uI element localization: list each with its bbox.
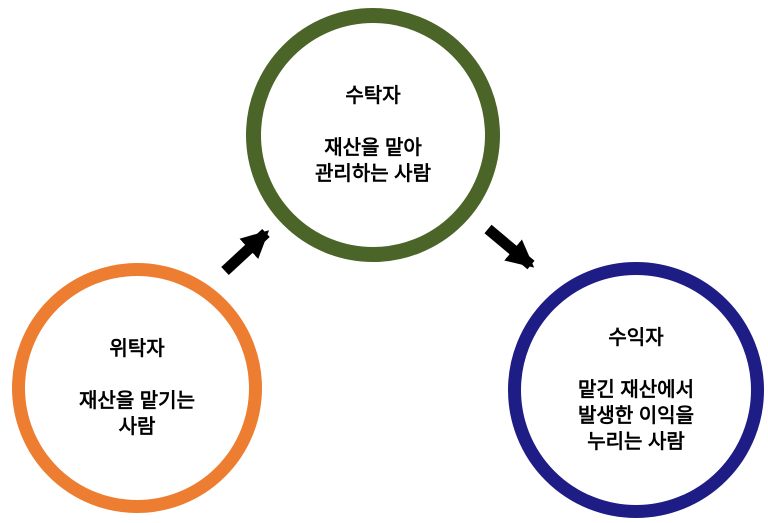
trustee-circle: 수탁자 재산을 맡아 관리하는 사람 bbox=[246, 8, 500, 262]
beneficiary-description-line: 누리는 사람 bbox=[587, 431, 685, 453]
trustee-title: 수탁자 bbox=[345, 85, 401, 107]
beneficiary-description-line: 맡긴 재산에서 bbox=[578, 379, 694, 401]
trustee-text: 수탁자 재산을 맡아 관리하는 사람 bbox=[315, 83, 431, 187]
truster-title: 위탁자 bbox=[109, 338, 165, 360]
arrow-truster-to-trustee-icon bbox=[221, 228, 270, 276]
truster-description-line: 재산을 맡기는 bbox=[79, 390, 195, 412]
beneficiary-circle: 수익자 맡긴 재산에서 발생한 이익을 누리는 사람 bbox=[508, 262, 764, 518]
arrow-trustee-to-beneficiary-icon bbox=[484, 224, 535, 270]
trustee-description-line: 관리하는 사람 bbox=[315, 163, 431, 185]
beneficiary-title: 수익자 bbox=[608, 327, 664, 349]
truster-text: 위탁자 재산을 맡기는 사람 bbox=[79, 336, 195, 440]
beneficiary-description-line: 발생한 이익을 bbox=[578, 405, 694, 427]
beneficiary-text: 수익자 맡긴 재산에서 발생한 이익을 누리는 사람 bbox=[578, 325, 694, 455]
truster-circle: 위탁자 재산을 맡기는 사람 bbox=[12, 263, 262, 513]
trustee-description-line: 재산을 맡아 bbox=[324, 137, 422, 159]
truster-description-line: 사람 bbox=[118, 416, 156, 438]
